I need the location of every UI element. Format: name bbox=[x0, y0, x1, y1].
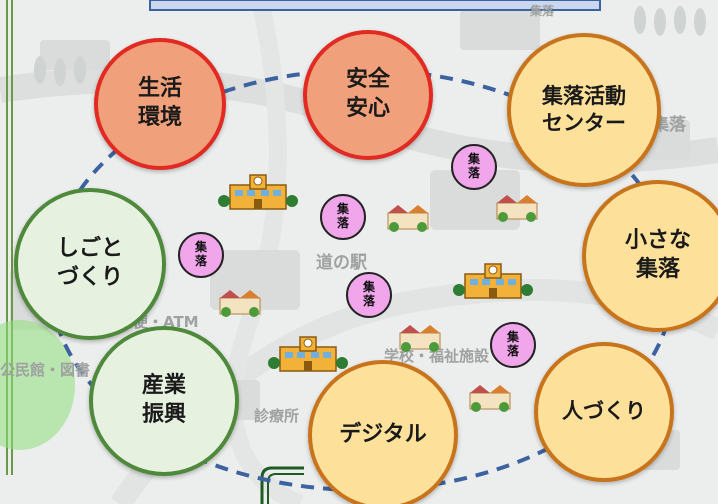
hamlet-badge: 集 落 bbox=[451, 144, 497, 190]
community-hall-label: 公民館・図書 bbox=[0, 361, 91, 379]
job-creation-circle: しごと づくり bbox=[14, 188, 166, 340]
hamlet-badge: 集 落 bbox=[320, 194, 366, 240]
school-welfare-label: 学校・福祉施設 bbox=[384, 347, 490, 365]
safety-security-circle: 安全 安心 bbox=[303, 30, 433, 160]
roadside-station-label: 道の駅 bbox=[316, 253, 367, 273]
people-development-circle: 人づくり bbox=[534, 342, 674, 482]
clinic-label: 診療所 bbox=[254, 407, 300, 425]
hamlet-badge: 集 落 bbox=[490, 322, 536, 368]
industry-promotion-circle: 産業 振興 bbox=[89, 326, 239, 476]
hamlet-badge: 集 落 bbox=[178, 232, 224, 278]
hamlet-badge: 集 落 bbox=[346, 272, 392, 318]
small-village-circle: 小さな 集落 bbox=[582, 180, 718, 332]
hamlet-label-top: 集落 bbox=[530, 4, 555, 18]
community-center-circle: 集落活動 センター bbox=[507, 33, 661, 187]
living-environment-circle: 生活 環境 bbox=[94, 38, 226, 170]
digital-circle: デジタル bbox=[308, 360, 458, 504]
hamlet-label-right: 集落 bbox=[652, 115, 686, 135]
